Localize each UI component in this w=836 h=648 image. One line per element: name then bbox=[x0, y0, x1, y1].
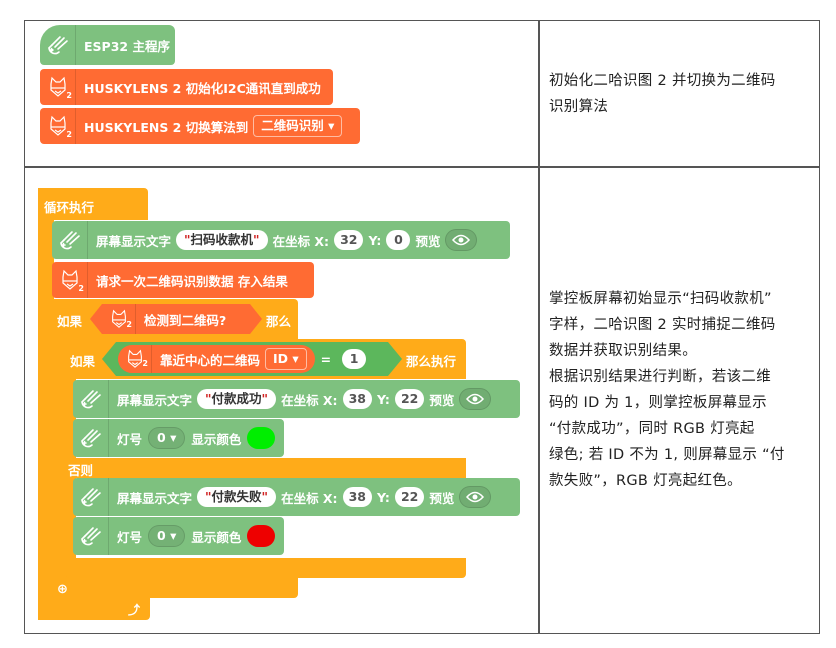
show-text-label: 屏幕显示文字 bbox=[117, 392, 193, 408]
y-label: Y: bbox=[376, 391, 390, 407]
description-line: 掌控板屏幕初始显示“扫码收款机” bbox=[549, 291, 772, 307]
color-label: 显示颜色 bbox=[191, 529, 242, 545]
add-icon[interactable]: ⊕ bbox=[57, 582, 68, 597]
coord-label: 在坐标 X: bbox=[281, 392, 338, 408]
preview-label: 预览 bbox=[415, 233, 441, 249]
description-line: 初始化二哈识图 2 并切换为二维码 bbox=[549, 73, 776, 89]
description-line: 识别算法 bbox=[549, 99, 609, 115]
huskylens-icon: 2 bbox=[40, 108, 76, 144]
huskylens-icon: 2 bbox=[40, 69, 76, 105]
else-label: 否则 bbox=[68, 463, 94, 478]
x-input[interactable]: 38 bbox=[342, 487, 372, 507]
show-text-block[interactable]: 屏幕显示文字 "付款失败" 在坐标 X: 38 Y: 22 预览 bbox=[73, 478, 520, 516]
show-text-label: 屏幕显示文字 bbox=[96, 233, 172, 249]
hat-label: ESP32 主程序 bbox=[84, 38, 170, 54]
loop-footer bbox=[38, 598, 150, 620]
description-line: 款失败”，RGB 灯亮起红色。 bbox=[549, 473, 742, 489]
eye-icon[interactable] bbox=[459, 388, 492, 410]
if-else-footer bbox=[66, 558, 466, 578]
row-1-description: 初始化二哈识图 2 并切换为二维码 识别算法 bbox=[549, 68, 811, 120]
eye-icon[interactable] bbox=[445, 229, 478, 251]
text-input[interactable]: "扫码收款机" bbox=[176, 230, 268, 250]
x-input[interactable]: 38 bbox=[342, 389, 372, 409]
y-input[interactable]: 22 bbox=[394, 389, 425, 409]
column-divider bbox=[538, 20, 540, 634]
led-index-dropdown[interactable]: 0 ▾ bbox=[148, 525, 186, 547]
huskylens-init-block[interactable]: 2 HUSKYLENS 2 初始化I2C通讯直到成功 bbox=[40, 69, 333, 105]
forever-loop-block[interactable] bbox=[38, 188, 148, 220]
if-outer-arm bbox=[52, 299, 66, 599]
led-color-block[interactable]: 灯号 0 ▾ 显示颜色 bbox=[73, 517, 284, 555]
huskylens-icon: 2 bbox=[118, 345, 152, 373]
request-label: 请求一次二维码识别数据 存入结果 bbox=[96, 273, 288, 289]
led-label: 灯号 bbox=[117, 431, 143, 447]
preview-label: 预览 bbox=[429, 392, 455, 408]
loop-arrow-icon: ⤴ bbox=[128, 603, 141, 617]
mpython-icon bbox=[52, 221, 88, 259]
description-line: 码的 ID 为 1，则掌控板屏幕显示 bbox=[549, 395, 767, 411]
equals-condition[interactable]: 2 靠近中心的二维码 ID ▾ = 1 bbox=[102, 342, 402, 376]
nearest-qr-reporter[interactable]: 2 靠近中心的二维码 ID ▾ bbox=[118, 345, 315, 373]
description-line: “付款成功”，同时 RGB 灯亮起 bbox=[549, 421, 755, 437]
text-input[interactable]: "付款成功" bbox=[197, 389, 277, 409]
row-divider bbox=[24, 166, 820, 168]
led-color-block[interactable]: 灯号 0 ▾ 显示颜色 bbox=[73, 419, 284, 457]
y-label: Y: bbox=[368, 232, 382, 248]
eye-icon[interactable] bbox=[459, 486, 492, 508]
led-index-dropdown[interactable]: 0 ▾ bbox=[148, 427, 186, 449]
mpython-icon bbox=[73, 380, 109, 418]
show-text-block[interactable]: 屏幕显示文字 "付款成功" 在坐标 X: 38 Y: 22 预览 bbox=[73, 380, 520, 418]
field-dropdown[interactable]: ID ▾ bbox=[265, 348, 307, 370]
if-outer-footer bbox=[52, 578, 298, 598]
color-label: 显示颜色 bbox=[191, 431, 242, 447]
if-label: 如果 bbox=[70, 354, 96, 369]
led-label: 灯号 bbox=[117, 529, 143, 545]
show-text-label: 屏幕显示文字 bbox=[117, 490, 193, 506]
color-swatch-green[interactable] bbox=[247, 427, 276, 449]
then-do-label: 那么执行 bbox=[406, 354, 457, 369]
huskylens-icon: 2 bbox=[102, 304, 136, 334]
description-line: 绿色; 若 ID 不为 1, 则屏幕显示 “付 bbox=[549, 447, 785, 463]
switch-label: HUSKYLENS 2 切换算法到 bbox=[84, 119, 249, 135]
else-bar bbox=[66, 458, 466, 478]
y-label: Y: bbox=[376, 489, 390, 505]
x-input[interactable]: 32 bbox=[334, 230, 364, 250]
loop-label: 循环执行 bbox=[44, 200, 95, 215]
init-label: HUSKYLENS 2 初始化I2C通讯直到成功 bbox=[84, 80, 321, 96]
text-input[interactable]: "付款失败" bbox=[197, 487, 277, 507]
color-swatch-red[interactable] bbox=[247, 525, 276, 547]
mpython-icon bbox=[40, 25, 76, 65]
row-2-description: 掌控板屏幕初始显示“扫码收款机” 字样，二哈识图 2 实时捕捉二维码 数据并获取… bbox=[549, 286, 811, 494]
loop-arm bbox=[38, 188, 54, 620]
then-label: 那么 bbox=[266, 314, 292, 329]
coord-label: 在坐标 X: bbox=[281, 490, 338, 506]
mpython-icon bbox=[73, 517, 109, 555]
coord-label: 在坐标 X: bbox=[272, 233, 330, 249]
compare-value-input[interactable]: 1 bbox=[342, 349, 366, 369]
y-input[interactable]: 0 bbox=[386, 230, 411, 250]
description-line: 数据并获取识别结果。 bbox=[549, 343, 697, 359]
esp32-main-hat-block[interactable]: ESP32 主程序 bbox=[40, 25, 175, 65]
y-input[interactable]: 22 bbox=[394, 487, 425, 507]
algorithm-dropdown[interactable]: 二维码识别 ▾ bbox=[253, 115, 343, 137]
equals-operator: = bbox=[320, 351, 332, 367]
huskylens-switch-algorithm-block[interactable]: 2 HUSKYLENS 2 切换算法到 二维码识别 ▾ bbox=[40, 108, 360, 144]
request-qr-data-block[interactable]: 2 请求一次二维码识别数据 存入结果 bbox=[52, 262, 314, 298]
show-text-block[interactable]: 屏幕显示文字 "扫码收款机" 在坐标 X: 32 Y: 0 预览 bbox=[52, 221, 510, 259]
mpython-icon bbox=[73, 419, 109, 457]
reporter-label: 靠近中心的二维码 bbox=[160, 352, 261, 368]
if-label: 如果 bbox=[57, 314, 83, 329]
description-line: 根据识别结果进行判断，若该二维 bbox=[549, 369, 771, 385]
condition-label: 检测到二维码? bbox=[144, 312, 227, 328]
description-line: 字样，二哈识图 2 实时捕捉二维码 bbox=[549, 317, 776, 333]
preview-label: 预览 bbox=[429, 490, 455, 506]
huskylens-icon: 2 bbox=[52, 262, 88, 298]
mpython-icon bbox=[73, 478, 109, 516]
table-frame bbox=[24, 20, 820, 634]
qr-detected-condition[interactable]: 2 检测到二维码? bbox=[90, 304, 262, 334]
